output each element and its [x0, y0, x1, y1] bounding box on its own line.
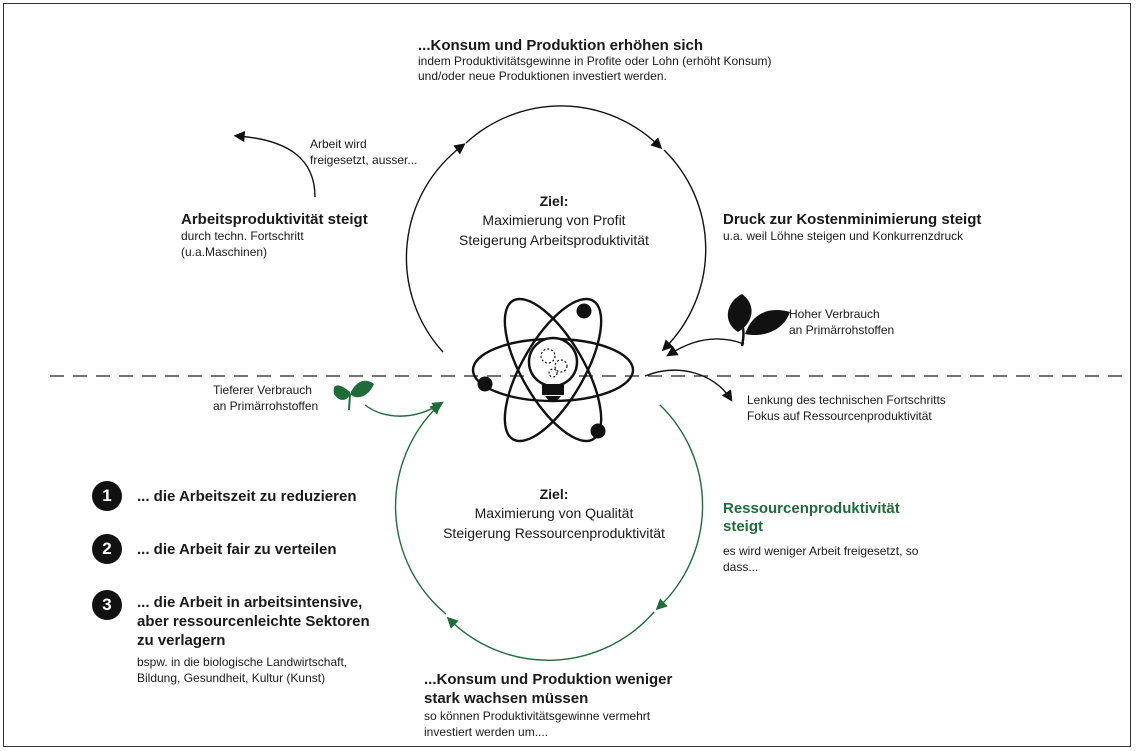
bottom-line-1: so können Produktivitätsgewinne vermehrt — [424, 709, 651, 723]
steering-line-2: Fokus auf Ressourcenproduktivität — [747, 409, 932, 423]
upper-ziel-line-2: Steigerung Arbeitsproduktivität — [459, 232, 649, 248]
lower-cycle-right-arc — [655, 404, 704, 611]
cost-pressure-line-1: u.a. weil Löhne steigen und Konkurrenzdr… — [723, 229, 964, 243]
options-note-line-1: bspw. in die biologische Landwirtschaft, — [137, 655, 348, 669]
lower-cycle-bottom-arc — [446, 611, 655, 661]
bottom-heading-1: ...Konsum und Produktion weniger — [424, 671, 673, 688]
low-consumption-arrow — [364, 401, 444, 417]
sprout-icon — [333, 380, 374, 411]
labor-productivity-line-2: (u.a.Maschinen) — [181, 245, 268, 259]
labor-productivity-line-1: durch techn. Fortschritt — [181, 229, 304, 243]
steering-line-1: Lenkung des technischen Fortschritts — [747, 393, 946, 407]
resource-productivity-line-2: dass... — [723, 560, 759, 574]
low-consumption-line-2: an Primärrohstoffen — [213, 399, 319, 413]
option-2-text: ... die Arbeit fair zu verteilen — [137, 541, 337, 558]
option-3-line-3: zu verlagern — [137, 632, 226, 649]
released-work-line-2: freigesetzt, ausser... — [310, 153, 418, 167]
option-1-text: ... die Arbeitszeit zu reduzieren — [137, 488, 357, 505]
leaf-icon — [727, 294, 790, 347]
number-badge-2: 2 — [92, 534, 122, 564]
steering-arrow — [644, 369, 733, 402]
top-heading: ...Konsum und Produktion erhöhen sich — [418, 37, 704, 54]
released-work-line-1: Arbeit wird — [310, 137, 367, 151]
upper-ziel-block: Ziel: Maximierung von Profit Steigerung … — [420, 192, 688, 250]
resource-productivity-heading-2: steigt — [723, 518, 764, 535]
lower-ziel-block: Ziel: Maximierung von Qualität Steigerun… — [420, 485, 688, 543]
lower-ziel-line-2: Steigerung Ressourcenproduktivität — [443, 525, 665, 541]
cost-pressure-heading: Druck zur Kostenminimierung steigt — [723, 211, 982, 228]
high-consumption-line-2: an Primärrohstoffen — [789, 323, 895, 337]
top-line-1: indem Produktivitätsgewinne in Profite o… — [418, 54, 772, 68]
upper-cycle-right-arc — [661, 149, 707, 352]
released-work-arrow — [233, 130, 316, 198]
lower-ziel-line-1: Maximierung von Qualität — [474, 505, 634, 521]
bottom-line-2: investiert werden um.... — [424, 725, 549, 739]
high-consumption-line-1: Hoher Verbrauch — [789, 307, 880, 321]
lower-cycle-left-arc — [394, 402, 447, 615]
upper-cycle-left-arc — [405, 143, 466, 353]
labor-productivity-heading: Arbeitsproduktivität steigt — [181, 211, 368, 228]
option-3-line-1: ... die Arbeit in arbeitsintensive, — [137, 594, 363, 611]
number-badge-3: 3 — [92, 590, 122, 620]
resource-productivity-heading-1: Ressourcenproduktivität — [723, 500, 900, 517]
upper-ziel-label: Ziel: — [539, 193, 569, 209]
option-3-line-2: aber ressourcenleichte Sektoren — [137, 613, 370, 630]
upper-ziel-line-1: Maximierung von Profit — [482, 212, 626, 228]
number-badge-1: 1 — [92, 481, 122, 511]
upper-cycle-top-arc — [465, 105, 663, 150]
bottom-heading-2: stark wachsen müssen — [424, 690, 589, 707]
resource-productivity-line-1: es wird weniger Arbeit freigesetzt, so — [723, 544, 919, 558]
diagram-frame — [3, 3, 1131, 747]
lower-ziel-label: Ziel: — [539, 486, 569, 502]
top-line-2: und/oder neue Produktionen investiert we… — [418, 69, 667, 83]
atom-lightbulb-icon — [471, 297, 635, 443]
options-note-line-2: Bildung, Gesundheit, Kultur (Kunst) — [137, 671, 326, 685]
low-consumption-line-1: Tieferer Verbrauch — [213, 383, 312, 397]
high-consumption-arrow — [666, 338, 745, 357]
